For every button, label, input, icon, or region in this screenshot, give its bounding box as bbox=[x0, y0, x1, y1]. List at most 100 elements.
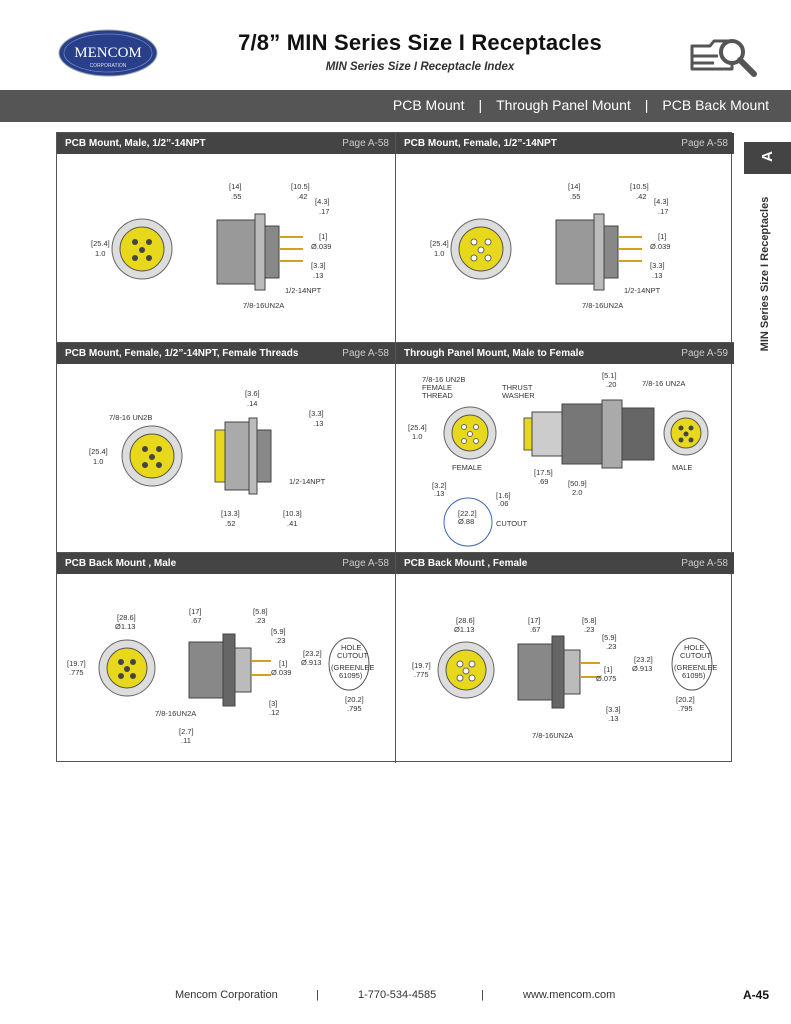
svg-text:1/2-14NPT: 1/2-14NPT bbox=[289, 477, 326, 486]
svg-text:[1.6]: [1.6] bbox=[496, 491, 511, 500]
svg-text:[23.2]: [23.2] bbox=[634, 655, 653, 664]
footer-phone[interactable]: 1-770-534-4585 bbox=[358, 989, 437, 1001]
svg-text:HOLE: HOLE bbox=[684, 643, 704, 652]
search-index-icon[interactable] bbox=[688, 32, 764, 80]
connector-drawing: [28.6]Ø1.13 [17].67 [5.8].23 [5.9].23 [1… bbox=[67, 607, 374, 745]
svg-text:CUTOUT: CUTOUT bbox=[680, 651, 712, 660]
svg-text:[5.1]: [5.1] bbox=[602, 371, 617, 380]
connector-drawing: [14].55 [10.5].42 [4.3].17 [25.4]1.0 [1]… bbox=[91, 182, 331, 310]
page-title: 7/8” MIN Series Size I Receptacles bbox=[238, 30, 602, 55]
svg-text:7/8-16UN2A: 7/8-16UN2A bbox=[532, 731, 573, 740]
svg-text:[17]: [17] bbox=[189, 607, 202, 616]
footer-company: Mencom Corporation bbox=[175, 989, 278, 1001]
svg-text:.55: .55 bbox=[570, 192, 580, 201]
svg-text:.775: .775 bbox=[69, 668, 84, 677]
svg-text:[2.7]: [2.7] bbox=[179, 727, 194, 736]
svg-text:FEMALE: FEMALE bbox=[452, 463, 482, 472]
svg-text:[20.2]: [20.2] bbox=[676, 695, 695, 704]
svg-text:[5.9]: [5.9] bbox=[602, 633, 617, 642]
svg-text:.06: .06 bbox=[498, 499, 508, 508]
svg-text:.795: .795 bbox=[347, 704, 362, 713]
svg-text:[10.5]: [10.5] bbox=[630, 182, 649, 191]
svg-text:.42: .42 bbox=[636, 192, 646, 201]
connector-drawing: [14].55 [10.5].42 [4.3].17 [25.4]1.0 [1]… bbox=[430, 182, 670, 310]
svg-text:Ø.913: Ø.913 bbox=[301, 658, 321, 667]
svg-text:Ø1.13: Ø1.13 bbox=[454, 625, 474, 634]
svg-text:[20.2]: [20.2] bbox=[345, 695, 364, 704]
svg-text:[25.4]: [25.4] bbox=[430, 239, 449, 248]
svg-text:.52: .52 bbox=[225, 519, 235, 528]
svg-text:[10.5]: [10.5] bbox=[291, 182, 310, 191]
svg-text:WASHER: WASHER bbox=[502, 391, 535, 400]
svg-text:(GREENLEE: (GREENLEE bbox=[674, 663, 717, 672]
connector-drawing: [28.6]Ø1.13 [17].67 [5.8].23 [5.9].23 [1… bbox=[412, 616, 717, 740]
page-subtitle: MIN Series Size I Receptacle Index bbox=[325, 61, 515, 73]
page-ref[interactable]: Page A-58 bbox=[681, 138, 728, 149]
svg-text:.13: .13 bbox=[313, 419, 323, 428]
nav-pcb-back-mount[interactable]: PCB Back Mount bbox=[662, 97, 769, 113]
svg-text:[22.2]: [22.2] bbox=[458, 509, 477, 518]
svg-text:Ø.913: Ø.913 bbox=[632, 664, 652, 673]
svg-text:[5.8]: [5.8] bbox=[253, 607, 268, 616]
svg-text:.23: .23 bbox=[275, 636, 285, 645]
svg-text:.42: .42 bbox=[297, 192, 307, 201]
svg-text:.795: .795 bbox=[678, 704, 693, 713]
page-ref[interactable]: Page A-59 bbox=[681, 348, 728, 359]
svg-text:.41: .41 bbox=[287, 519, 297, 528]
svg-text:.13: .13 bbox=[652, 271, 662, 280]
footer-separator: | bbox=[481, 989, 484, 1001]
svg-text:[14]: [14] bbox=[568, 182, 581, 191]
page-ref[interactable]: Page A-58 bbox=[342, 558, 389, 569]
svg-text:(GREENLEE: (GREENLEE bbox=[331, 663, 374, 672]
page-ref[interactable]: Page A-58 bbox=[342, 348, 389, 359]
svg-text:.67: .67 bbox=[530, 625, 540, 634]
svg-text:.775: .775 bbox=[414, 670, 429, 679]
svg-text:[3.3]: [3.3] bbox=[606, 705, 621, 714]
svg-text:.11: .11 bbox=[181, 736, 191, 745]
mencom-logo: MENCOM CORPORATION bbox=[58, 29, 158, 77]
svg-text:[13.3]: [13.3] bbox=[221, 509, 240, 518]
page-number: A-45 bbox=[742, 988, 769, 1002]
svg-text:[14]: [14] bbox=[229, 182, 242, 191]
svg-text:.14: .14 bbox=[247, 399, 257, 408]
footer-website[interactable]: www.mencom.com bbox=[523, 989, 616, 1001]
svg-text:[3.3]: [3.3] bbox=[309, 409, 324, 418]
svg-text:.69: .69 bbox=[538, 477, 548, 486]
svg-text:[3]: [3] bbox=[269, 699, 277, 708]
svg-text:61095): 61095) bbox=[682, 671, 706, 680]
nav-through-panel-mount[interactable]: Through Panel Mount bbox=[496, 97, 631, 113]
svg-text:Ø.039: Ø.039 bbox=[271, 668, 291, 677]
svg-text:[4.3]: [4.3] bbox=[315, 197, 330, 206]
product-cell-pcb-mount-female-threads[interactable]: PCB Mount, Female, 1/2”-14NPT, Female Th… bbox=[57, 343, 395, 553]
svg-text:1.0: 1.0 bbox=[412, 432, 422, 441]
svg-text:THREAD: THREAD bbox=[422, 391, 453, 400]
svg-text:.67: .67 bbox=[191, 616, 201, 625]
nav-pcb-mount[interactable]: PCB Mount bbox=[392, 97, 465, 113]
svg-text:.13: .13 bbox=[608, 714, 618, 723]
svg-text:2.0: 2.0 bbox=[572, 488, 582, 497]
svg-text:[1]: [1] bbox=[319, 232, 327, 241]
section-tab[interactable]: A bbox=[744, 142, 791, 174]
svg-text:CORPORATION: CORPORATION bbox=[90, 63, 127, 69]
page-ref[interactable]: Page A-58 bbox=[681, 558, 728, 569]
page-ref[interactable]: Page A-58 bbox=[342, 138, 389, 149]
svg-text:Ø.075: Ø.075 bbox=[596, 674, 616, 683]
svg-text:7/8-16UN2A: 7/8-16UN2A bbox=[243, 301, 284, 310]
svg-text:[4.3]: [4.3] bbox=[654, 197, 669, 206]
svg-text:7/8-16 UN2B: 7/8-16 UN2B bbox=[422, 375, 465, 384]
svg-text:[17]: [17] bbox=[528, 616, 541, 625]
svg-text:.23: .23 bbox=[255, 616, 265, 625]
nav-separator: | bbox=[644, 97, 649, 113]
svg-text:.13: .13 bbox=[434, 489, 444, 498]
svg-text:1/2-14NPT: 1/2-14NPT bbox=[624, 286, 661, 295]
svg-text:[3.2]: [3.2] bbox=[432, 481, 447, 490]
